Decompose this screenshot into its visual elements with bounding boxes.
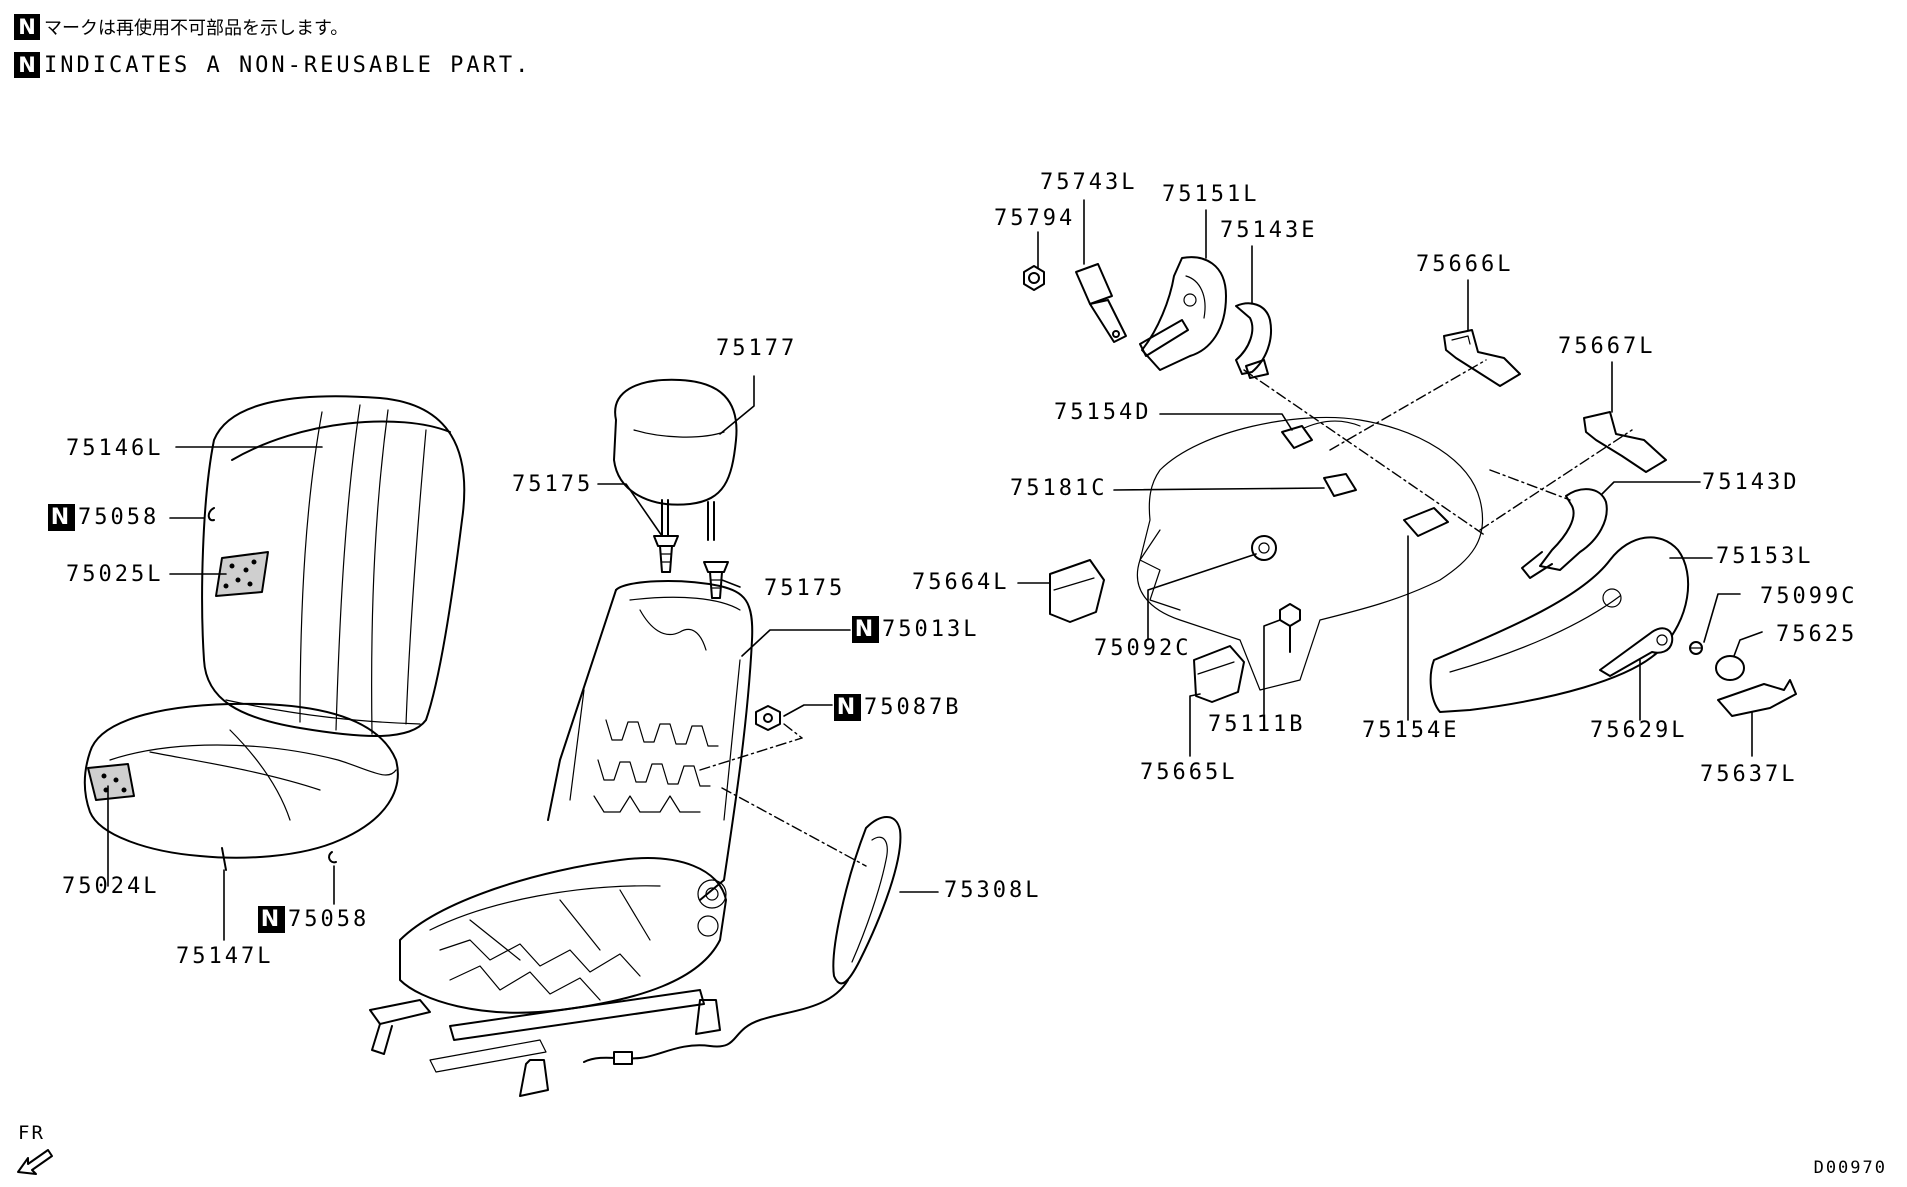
- callout-75146L[interactable]: 75146L: [66, 436, 164, 461]
- callout-75665L[interactable]: 75665L: [1140, 760, 1238, 785]
- headrest[interactable]: [613, 378, 738, 541]
- clip-75092C[interactable]: [1251, 535, 1277, 561]
- callout-75025L[interactable]: 75025L: [66, 562, 164, 587]
- cushion-pad-patch[interactable]: [87, 763, 135, 801]
- non-reusable-badge: N: [48, 504, 75, 531]
- headrest-guide-right[interactable]: [703, 561, 729, 599]
- legend-japanese-text: マークは再使用不可部品を示します。: [44, 18, 349, 39]
- legend-japanese: N マークは再使用不可部品を示します。: [14, 14, 348, 40]
- hog-ring-lower[interactable]: [328, 851, 337, 864]
- callout-75143E[interactable]: 75143E: [1220, 218, 1318, 243]
- callout-75111B[interactable]: 75111B: [1208, 712, 1306, 737]
- callout-75154D[interactable]: 75154D: [1054, 400, 1152, 425]
- callout-75175-lower[interactable]: 75175: [764, 576, 846, 601]
- callout-75143D[interactable]: 75143D: [1702, 470, 1800, 495]
- cap-75625[interactable]: [1715, 655, 1745, 681]
- back-pad-patch[interactable]: [215, 551, 269, 597]
- bolt-75111B[interactable]: [1279, 603, 1301, 653]
- callout-75154E[interactable]: 75154E: [1362, 718, 1460, 743]
- side-airbag-module[interactable]: [583, 816, 902, 1065]
- callout-75153L[interactable]: 75153L: [1716, 544, 1814, 569]
- clip-75154E[interactable]: [1403, 507, 1449, 537]
- recliner-lever[interactable]: [1599, 627, 1674, 677]
- callout-75637L[interactable]: 75637L: [1700, 762, 1798, 787]
- recliner-bracket-lower[interactable]: [1521, 488, 1608, 579]
- screw-75099C[interactable]: [1689, 641, 1703, 655]
- callout-75664L[interactable]: 75664L: [912, 570, 1010, 595]
- nut[interactable]: [755, 705, 781, 731]
- legend-english: N INDICATES A NON-REUSABLE PART.: [14, 52, 531, 78]
- callout-75743L[interactable]: 75743L: [1040, 170, 1138, 195]
- callout-75151L[interactable]: 75151L: [1162, 182, 1260, 207]
- callout-75177[interactable]: 75177: [716, 336, 798, 361]
- non-reusable-badge: N: [14, 52, 40, 78]
- bracket-75666L[interactable]: [1443, 329, 1521, 387]
- seat-cushion-pad[interactable]: [83, 702, 399, 871]
- foot-cover-rear[interactable]: [1193, 645, 1245, 703]
- handle-75637L[interactable]: [1717, 679, 1797, 717]
- callout-75092C[interactable]: 75092C: [1094, 636, 1192, 661]
- callout-75175-upper[interactable]: 75175: [512, 472, 594, 497]
- callout-75099C[interactable]: 75099C: [1760, 584, 1858, 609]
- callout-75667L[interactable]: 75667L: [1558, 334, 1656, 359]
- part-75181C[interactable]: [1323, 473, 1357, 497]
- callout-75666L[interactable]: 75666L: [1416, 252, 1514, 277]
- recliner-bracket-upper[interactable]: [1235, 302, 1272, 379]
- bracket-75667L[interactable]: [1583, 411, 1667, 473]
- callout-75794[interactable]: 75794: [994, 206, 1076, 231]
- seat-belt-buckle[interactable]: [1075, 263, 1127, 343]
- non-reusable-badge: N: [258, 906, 285, 933]
- hog-ring-upper[interactable]: [207, 507, 215, 522]
- callout-75181C[interactable]: 75181C: [1010, 476, 1108, 501]
- legend-english-text: INDICATES A NON-REUSABLE PART.: [44, 52, 532, 78]
- non-reusable-badge: N: [852, 616, 879, 643]
- foot-cover-front[interactable]: [1049, 559, 1105, 623]
- recliner-outer-cover[interactable]: [1139, 256, 1227, 371]
- callout-75024L[interactable]: 75024L: [62, 874, 160, 899]
- front-direction-label: FR: [18, 1122, 45, 1144]
- seat-frame[interactable]: [369, 580, 754, 1097]
- non-reusable-badge: N: [14, 14, 40, 40]
- non-reusable-badge: N: [834, 694, 861, 721]
- callout-75629L[interactable]: 75629L: [1590, 718, 1688, 743]
- clip-75154D[interactable]: [1281, 425, 1313, 449]
- callout-75147L[interactable]: 75147L: [176, 944, 274, 969]
- callout-75625[interactable]: 75625: [1776, 622, 1858, 647]
- diagram-id: D00970: [1813, 1158, 1887, 1178]
- callout-75308L[interactable]: 75308L: [944, 878, 1042, 903]
- nut-75794[interactable]: [1023, 265, 1045, 291]
- headrest-guide-left[interactable]: [653, 535, 679, 573]
- front-arrow-icon: [17, 1149, 53, 1175]
- leader-lines: [107, 199, 1763, 941]
